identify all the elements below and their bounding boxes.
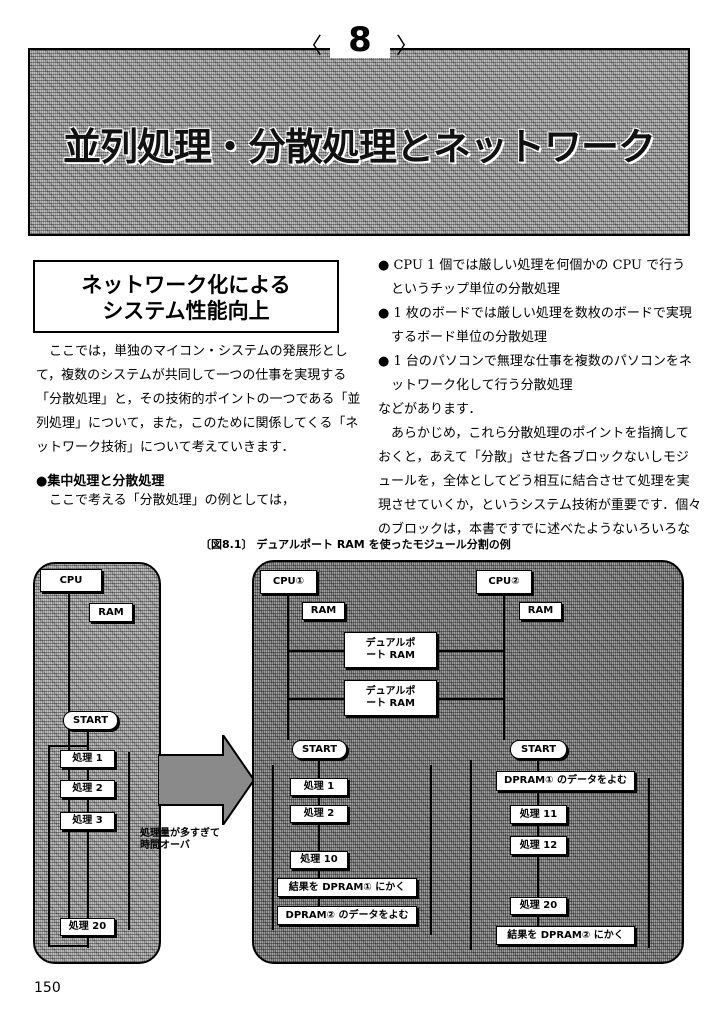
arrow-icon xyxy=(158,735,256,825)
process-box: 処理 1 xyxy=(290,778,348,796)
section-title-box: ネットワーク化による システム性能向上 xyxy=(33,260,339,333)
paragraph-line: おくと，あえて「分散」させた各ブロックないしモジ xyxy=(378,450,689,465)
dual-cpu-panel xyxy=(252,560,684,964)
start-node: START xyxy=(63,711,118,730)
dual-port-ram-2: デュアルポート RAM xyxy=(344,680,437,716)
process-box: 処理 2 xyxy=(290,805,348,823)
bullet-line: というチップ単位の分散処理 xyxy=(378,282,561,297)
note-line: 処理量が多すぎて xyxy=(140,828,220,839)
process-box: 処理 20 xyxy=(60,918,115,936)
bullet-line: ● CPU 1 個では厳しい処理を何個かの CPU で行う xyxy=(378,258,686,273)
chapter-number: 8 xyxy=(330,22,390,58)
paragraph-line: 「分散処理」と，その技術的ポイントの一つである「並 xyxy=(36,392,361,407)
left-column-text: ここでは，単独のマイコン・システムの発展形とし て，複数のシステムが共同して一つ… xyxy=(36,340,360,513)
process-box: 処理 10 xyxy=(290,851,348,869)
paragraph-line: ここで考える「分散処理」の例としては， xyxy=(36,493,295,508)
paragraph-line: ここでは，単独のマイコン・システムの発展形とし xyxy=(36,344,348,359)
note-line: 時間オーバ xyxy=(140,840,190,851)
chevron-right-icon: 〉 xyxy=(396,34,419,59)
paragraph-line: あらかじめ，これら分散処理のポイントを指摘して xyxy=(378,426,689,441)
process-box: 処理 2 xyxy=(60,780,115,798)
ram2-box: RAM xyxy=(519,602,562,620)
process-box: 処理 20 xyxy=(510,897,567,915)
paragraph-line: のブロックは，本書ですでに述べたようないろいろな xyxy=(378,522,691,537)
process-box: 処理 11 xyxy=(510,805,567,824)
dual-port-ram-1: デュアルポート RAM xyxy=(344,632,437,668)
process-box: 処理 12 xyxy=(510,836,567,855)
write-dpram1-box: 結果を DPRAM① にかく xyxy=(277,878,417,897)
bullet-line: ● 1 枚のボードでは厳しい処理を数枚のボードで実現 xyxy=(378,306,692,321)
read-dpram1-box: DPRAM① のデータをよむ xyxy=(496,771,635,791)
bullet-line: するボード単位の分散処理 xyxy=(378,330,548,345)
overload-note: 処理量が多すぎて 時間オーバ xyxy=(140,828,220,852)
section-title-line1: ネットワーク化による xyxy=(81,273,291,297)
section-title-line2: システム性能向上 xyxy=(102,299,270,323)
figure-caption: 〔図8.1〕 デュアルポート RAM を使ったモジュール分割の例 xyxy=(200,538,511,551)
start-node-cpu2: START xyxy=(510,740,567,759)
page-number: 150 xyxy=(34,980,61,996)
cpu-box: CPU xyxy=(40,569,102,592)
section-heading: ●集中処理と分散処理 xyxy=(36,474,165,489)
write-dpram2-box: 結果を DPRAM② にかく xyxy=(496,926,635,945)
chapter-banner xyxy=(28,48,690,236)
paragraph-line: 現させていくか，というシステム技術が重要です．個々 xyxy=(378,498,702,513)
paragraph-line: 列処理」について，また，このために関係してくる「ネ xyxy=(36,416,359,431)
right-column-text: ● CPU 1 個では厳しい処理を何個かの CPU で行う というチップ単位の分… xyxy=(378,254,701,542)
paragraph-line: などがあります． xyxy=(378,402,482,417)
chapter-title: 並列処理・分散処理とネットワーク xyxy=(62,125,656,169)
process-box: 処理 1 xyxy=(60,750,115,768)
start-node-cpu1: START xyxy=(292,740,347,759)
cpu2-box: CPU② xyxy=(476,570,532,594)
ram1-box: RAM xyxy=(302,602,345,620)
process-box: 処理 3 xyxy=(60,812,115,830)
chevron-left-icon: 〈 xyxy=(300,34,323,59)
bullet-line: ● 1 台のパソコンで無理な仕事を複数のパソコンをネ xyxy=(378,354,692,369)
paragraph-line: ットワーク技術」について考えていきます． xyxy=(36,440,295,455)
paragraph-line: ュールを，全体としてどう相互に結合させて処理を実 xyxy=(378,474,690,489)
read-dpram2-box: DPRAM② のデータをよむ xyxy=(277,906,417,925)
bullet-line: ットワーク化して行う分散処理 xyxy=(378,378,573,393)
cpu1-box: CPU① xyxy=(260,570,317,594)
paragraph-line: て，複数のシステムが共同して一つの仕事を実現する xyxy=(36,368,347,383)
ram-box: RAM xyxy=(89,603,133,622)
